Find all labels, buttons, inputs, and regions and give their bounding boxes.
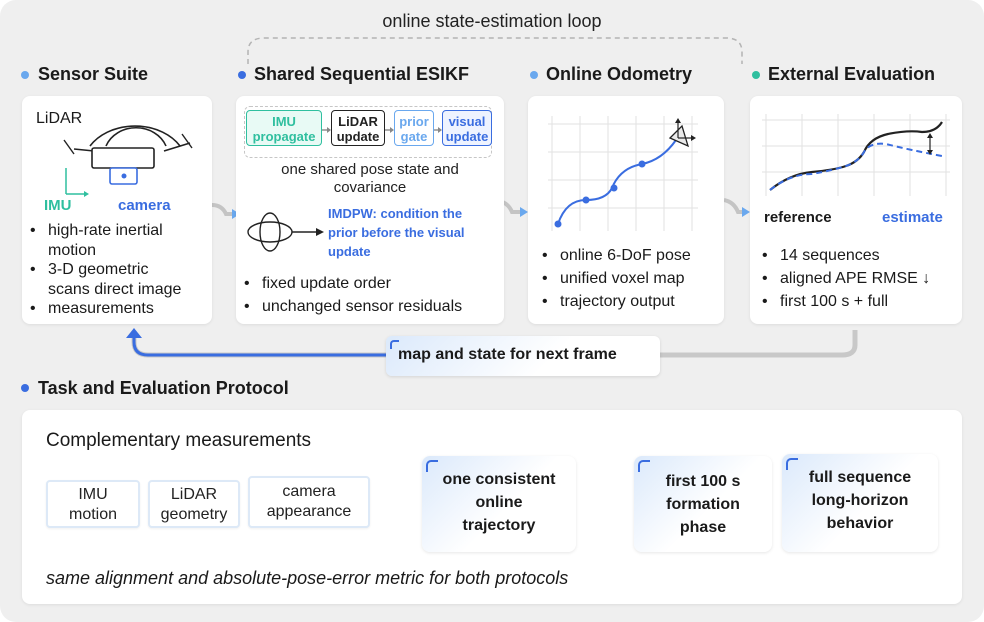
protocol-title: Task and Evaluation Protocol — [38, 378, 289, 398]
feedback-label-box: map and state for next frame — [386, 336, 660, 376]
evaluation-card: reference estimate 14 sequences aligned … — [750, 96, 962, 324]
sensor-bullet-2-cont: scans direct image — [48, 281, 182, 298]
evaluation-dot — [752, 71, 760, 79]
esikf-bullet-2: unchanged sensor residuals — [244, 297, 462, 317]
chip-arrows — [322, 127, 442, 133]
protocol-subtitle: Complementary measurements — [46, 430, 312, 451]
sensor-dot — [21, 71, 29, 79]
camera-label: camera — [118, 197, 171, 214]
odometry-bullet-3: trajectory output — [542, 292, 675, 312]
evaluation-bullet-1: 14 sequences — [762, 246, 880, 266]
lidar-label: LiDAR — [36, 110, 83, 127]
sensor-bullet-1-cont: motion — [48, 242, 97, 259]
trajectory-plot — [548, 116, 698, 231]
esikf-bullet-1: fixed update order — [244, 274, 391, 294]
imu-label: IMU — [44, 197, 72, 214]
sensor-rig-illustration — [63, 125, 193, 197]
odometry-dot — [530, 71, 538, 79]
odometry-bullet-2: unified voxel map — [542, 269, 684, 289]
sensor-card: LiDAR IMU camera high-rate inertial moti… — [22, 96, 212, 324]
sensor-title: Sensor Suite — [38, 64, 149, 84]
odometry-bullet-1: online 6-DoF pose — [542, 246, 691, 266]
feedback-label: map and state for next frame — [398, 346, 617, 363]
sensor-bullet-1: high-rate inertial — [30, 221, 163, 241]
reference-legend: reference — [764, 209, 832, 226]
odometry-title: Online Odometry — [546, 64, 693, 84]
odometry-card: online 6-DoF pose unified voxel map traj… — [528, 96, 724, 324]
protocol-footer: same alignment and absolute-pose-error m… — [46, 568, 569, 588]
ape-comparison-plot — [762, 114, 950, 196]
loop-label: online state-estimation loop — [382, 11, 602, 31]
feedback-corner-mark — [390, 340, 399, 349]
evaluation-bullet-2: aligned APE RMSE ↓ — [762, 269, 930, 289]
esikf-dot — [238, 71, 246, 79]
covariance-ellipse-icon — [247, 212, 324, 252]
protocol-dot — [21, 384, 29, 392]
evaluation-bullet-3: first 100 s + full — [762, 292, 888, 312]
sensor-bullet-3: measurements — [30, 299, 154, 319]
sensor-bullet-2: 3-D geometric — [30, 260, 149, 280]
esikf-title: Shared Sequential ESIKF — [254, 64, 470, 84]
evaluation-title: External Evaluation — [768, 64, 936, 84]
estimate-legend: estimate — [882, 209, 943, 226]
